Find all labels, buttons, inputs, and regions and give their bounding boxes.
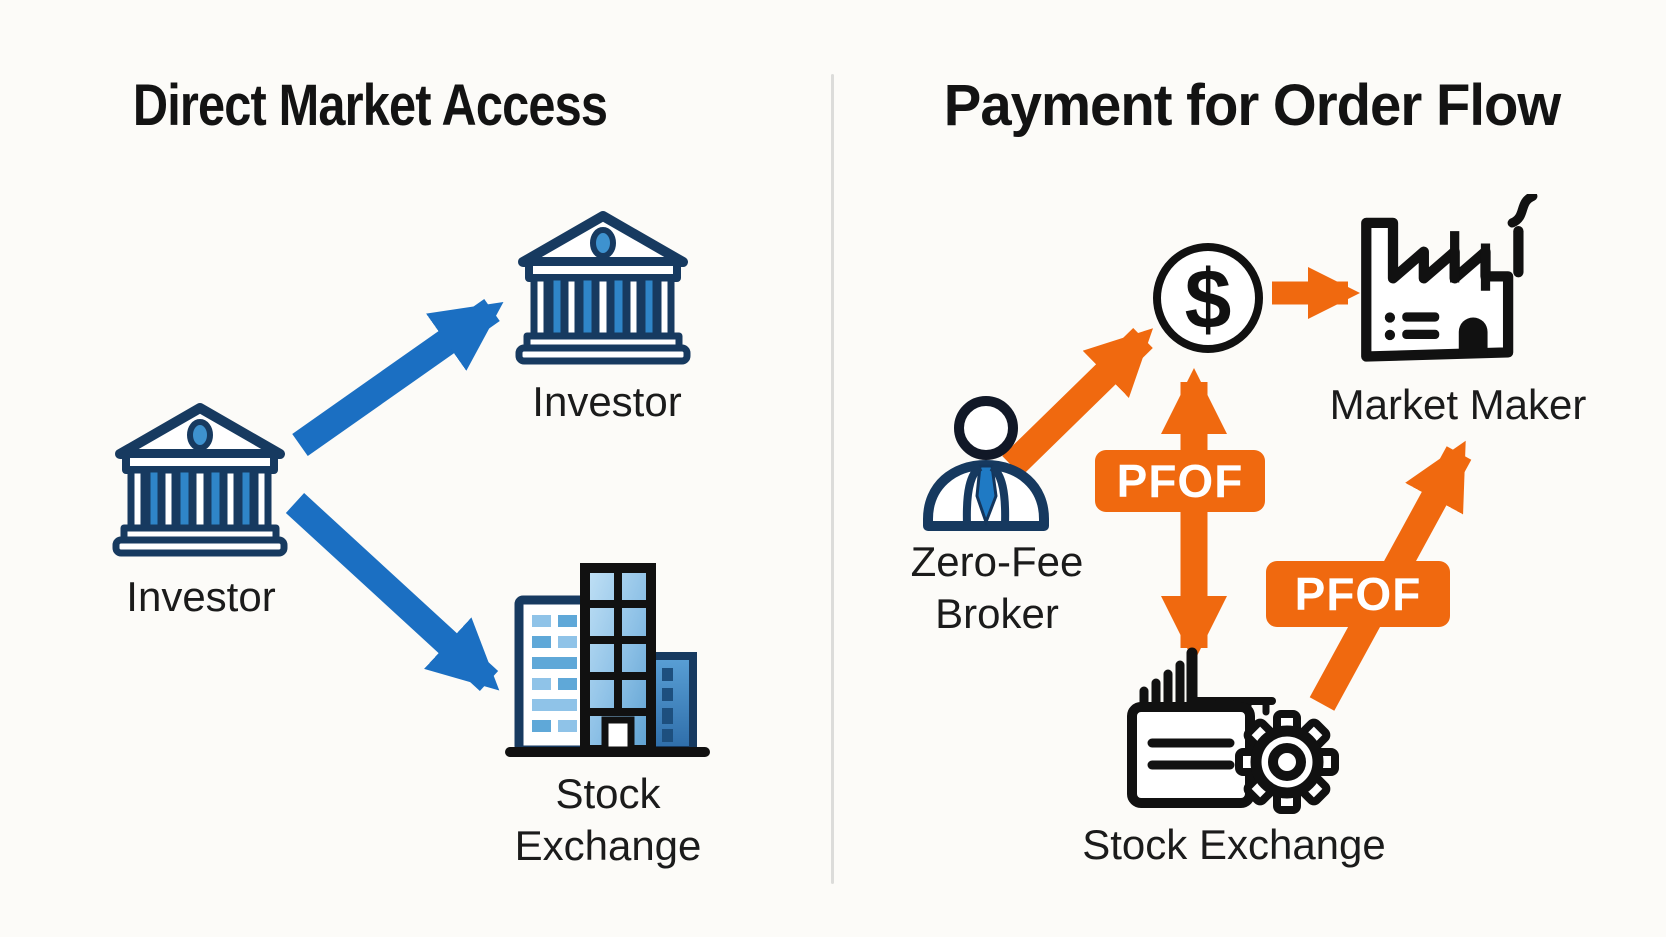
- city-buildings-icon: [505, 563, 710, 757]
- pfof-badge-diagonal: PFOF: [1266, 561, 1450, 627]
- dma-arrow-investor-to-investor: [292, 298, 504, 457]
- right-panel-title: Payment for Order Flow: [943, 73, 1561, 138]
- dollar-coin-icon: $: [1153, 243, 1263, 353]
- left-stock-exchange-label-line2: Exchange: [514, 822, 702, 869]
- bank-icon: [112, 403, 288, 557]
- dollar-glyph: $: [1185, 252, 1232, 346]
- factory-icon: [1361, 194, 1538, 362]
- market-maker-label: Market Maker: [1329, 381, 1587, 428]
- panel-divider: [831, 74, 834, 884]
- pfof-badge-vertical: PFOF: [1095, 450, 1265, 512]
- left-stock-exchange-label-line1: Stock: [555, 770, 661, 817]
- document-gear-icon: [1127, 647, 1339, 814]
- left-stock-exchange-label: Stock Exchange: [515, 768, 702, 872]
- zero-fee-broker-label-line2: Broker: [935, 590, 1059, 637]
- right-stock-exchange-label: Stock Exchange: [1082, 821, 1386, 868]
- person-icon: [923, 396, 1049, 531]
- target-investor-label: Investor: [532, 378, 682, 425]
- dma-arrow-investor-to-stock-exchange: [285, 493, 500, 691]
- source-investor-label: Investor: [126, 573, 276, 620]
- zero-fee-broker-label-line1: Zero-Fee: [910, 538, 1084, 585]
- bank-icon: [515, 211, 691, 365]
- left-panel-title: Direct Market Access: [132, 73, 608, 138]
- zero-fee-broker-label: Zero-Fee Broker: [911, 536, 1084, 640]
